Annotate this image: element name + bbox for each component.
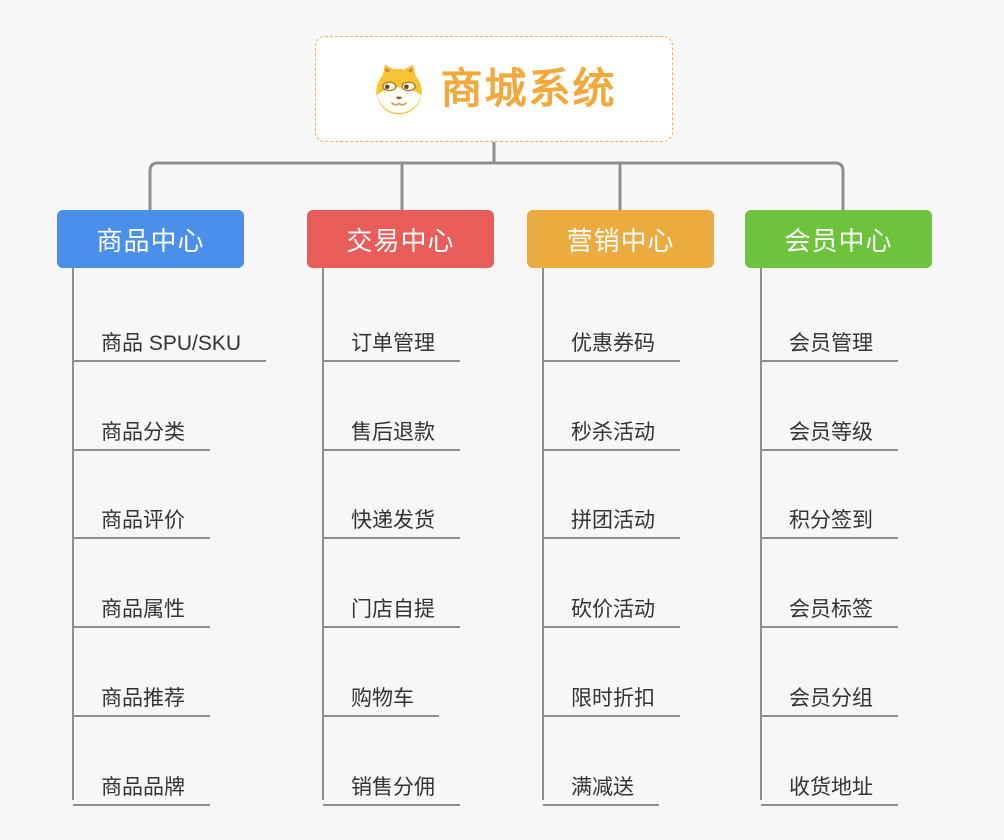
root-title: 商城系统 — [440, 65, 617, 112]
leaf-topic[interactable]: 商品品牌 — [73, 758, 210, 806]
leaf-topic[interactable]: 商品属性 — [73, 580, 210, 628]
branch-rail-line — [148, 161, 845, 210]
leaf-topic[interactable]: 会员管理 — [761, 314, 898, 362]
leaf-topic[interactable]: 销售分佣 — [323, 758, 460, 806]
leaf-topic[interactable]: 限时折扣 — [543, 669, 680, 717]
leaf-topic[interactable]: 商品 SPU/SKU — [73, 314, 267, 362]
leaf-topic[interactable]: 订单管理 — [323, 314, 460, 362]
leaf-topic[interactable]: 会员分组 — [761, 669, 898, 717]
leaf-topic[interactable]: 拼团活动 — [543, 491, 680, 539]
leaf-topic[interactable]: 商品分类 — [73, 403, 210, 451]
shiba-dog-icon — [371, 61, 427, 117]
branch-node-product-center[interactable]: 商品中心 — [57, 210, 244, 268]
leaf-topic[interactable]: 商品评价 — [73, 491, 210, 539]
branch-node-member-center[interactable]: 会员中心 — [745, 210, 932, 268]
leaf-topic[interactable]: 积分签到 — [761, 491, 898, 539]
leaf-topic[interactable]: 门店自提 — [323, 580, 460, 628]
leaf-topic[interactable]: 满减送 — [543, 758, 659, 806]
leaf-topic[interactable]: 售后退款 — [323, 403, 460, 451]
branch-node-trade-center[interactable]: 交易中心 — [307, 210, 494, 268]
root-node[interactable]: 商城系统 — [315, 36, 673, 142]
leaf-topic[interactable]: 会员标签 — [761, 580, 898, 628]
leaf-topic[interactable]: 优惠券码 — [543, 314, 680, 362]
leaf-topic[interactable]: 砍价活动 — [543, 580, 680, 628]
leaf-topic[interactable]: 商品推荐 — [73, 669, 210, 717]
leaf-topic[interactable]: 快递发货 — [323, 491, 460, 539]
branch-node-marketing-center[interactable]: 营销中心 — [527, 210, 714, 268]
leaf-topic[interactable]: 秒杀活动 — [543, 403, 680, 451]
leaf-topic[interactable]: 收货地址 — [761, 758, 898, 806]
leaf-topic[interactable]: 会员等级 — [761, 403, 898, 451]
leaf-topic[interactable]: 购物车 — [323, 669, 439, 717]
